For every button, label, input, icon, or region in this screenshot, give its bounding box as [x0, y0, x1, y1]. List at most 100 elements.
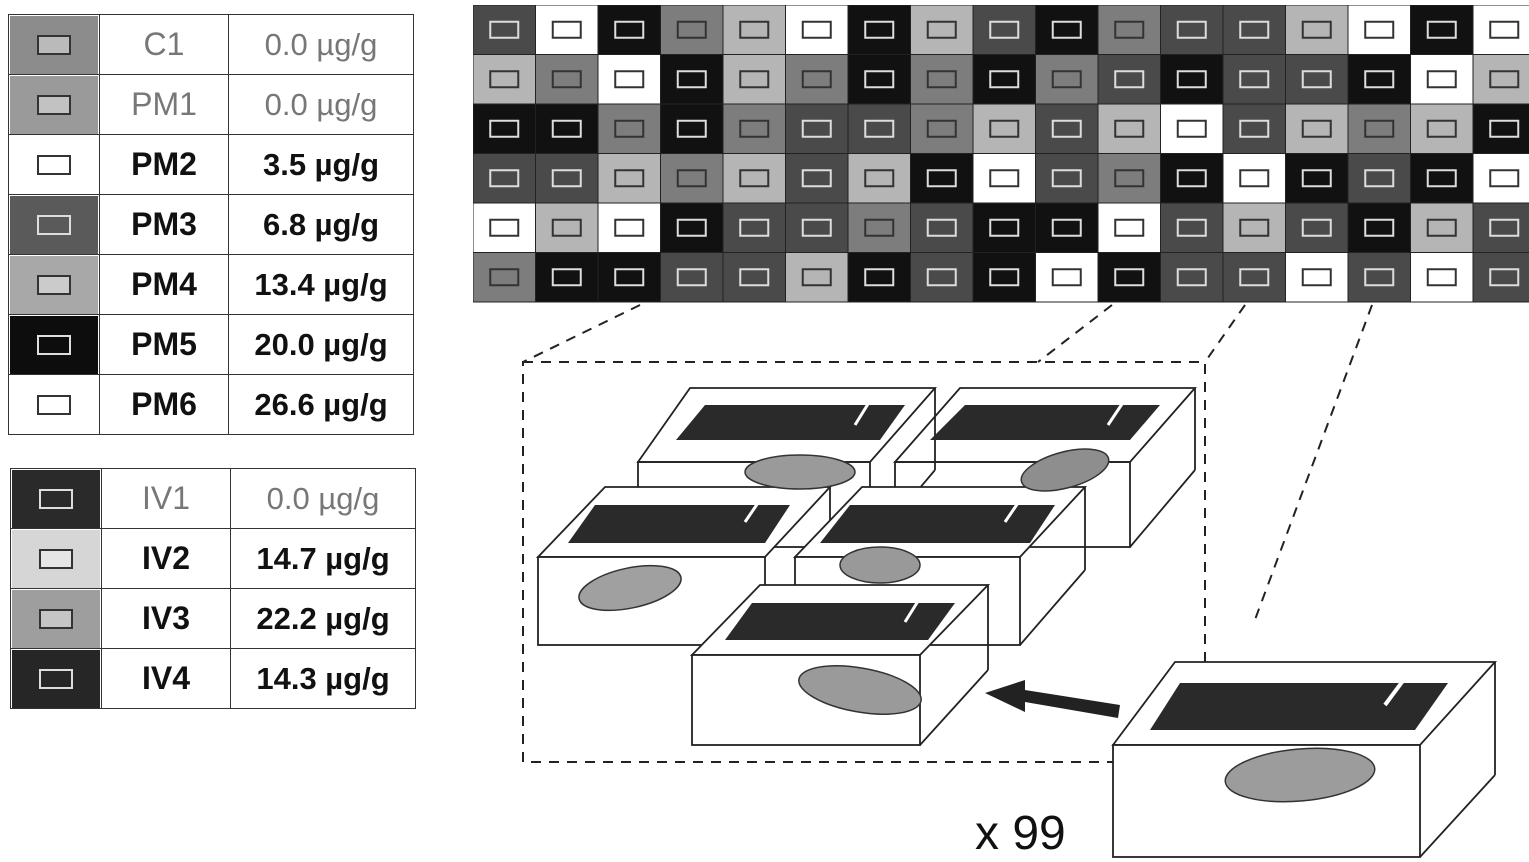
tank-icon [614, 119, 645, 138]
tank-cell [1472, 103, 1529, 154]
tank-icon [1051, 268, 1082, 287]
tank-icon [926, 169, 957, 188]
tank-icon [1051, 119, 1082, 138]
tank-icon [1176, 169, 1207, 188]
tank-cell [722, 252, 786, 303]
tank-icon [864, 119, 895, 138]
tank-cell [1097, 54, 1161, 105]
legend-code: IV3 [101, 588, 231, 649]
tank-cell [972, 153, 1036, 204]
tank-cell [847, 103, 911, 154]
tank-cell [597, 252, 661, 303]
tank-icon [739, 268, 770, 287]
legend-concentration: 26.6 µg/g [228, 374, 414, 435]
legend-code: PM1 [99, 74, 229, 135]
tank-cell [1035, 54, 1099, 105]
tank-cell [1472, 54, 1529, 105]
tank-cell [1472, 153, 1529, 204]
tank-cell [1160, 202, 1224, 253]
tank-cell [1160, 54, 1224, 105]
fish [1224, 747, 1376, 803]
tank-icon [989, 268, 1020, 287]
legend-concentration: 0.0 µg/g [230, 468, 416, 529]
tank-cell [972, 54, 1036, 105]
tank-icon [1176, 218, 1207, 237]
tank-icon [489, 268, 520, 287]
tank-icon [614, 20, 645, 39]
tank-icon [926, 268, 957, 287]
legend-code: IV4 [101, 648, 231, 709]
tank-icon [1114, 218, 1145, 237]
tank-cell [1472, 5, 1529, 55]
legend-swatch [8, 74, 100, 135]
tank-cell [785, 252, 849, 303]
tank-icon [1426, 70, 1457, 89]
tank-icon [801, 268, 832, 287]
tank-icon [1176, 119, 1207, 138]
tank-icon [926, 20, 957, 39]
legend-code: PM6 [99, 374, 229, 435]
tank-icon [1489, 20, 1520, 39]
tank-icon [489, 20, 520, 39]
tank-icon [1426, 218, 1457, 237]
legend-swatch [8, 194, 100, 255]
tank-cell [473, 54, 536, 105]
tank-cell [1347, 54, 1411, 105]
tank-icon [1051, 70, 1082, 89]
tank-icon [926, 119, 957, 138]
tank-icon [739, 218, 770, 237]
tank-cell [473, 202, 536, 253]
tank-cell [1285, 54, 1349, 105]
tank-cell [1097, 5, 1161, 55]
tank-icon [1364, 20, 1395, 39]
tank-icon [1301, 169, 1332, 188]
tank-cell [972, 252, 1036, 303]
tank-cell [1472, 252, 1529, 303]
fish-group [578, 448, 1376, 803]
legend-concentration: 0.0 µg/g [228, 14, 414, 75]
tank-icon [1489, 218, 1520, 237]
tank-cell [535, 252, 599, 303]
tank-icon [1114, 70, 1145, 89]
tank [689, 584, 991, 746]
tank-icon [1051, 20, 1082, 39]
tank-cell [972, 5, 1036, 55]
tank-icon [1301, 20, 1332, 39]
tank-cell [910, 103, 974, 154]
fish [798, 665, 922, 715]
tank-icon [989, 169, 1020, 188]
tank-icon [801, 169, 832, 188]
tank-icon [1114, 268, 1145, 287]
tank-icon [739, 20, 770, 39]
tank-cell [785, 103, 849, 154]
tank-cell [1410, 5, 1474, 55]
tank-icon [801, 119, 832, 138]
tank-icon [1051, 218, 1082, 237]
replicate-count-label: x 99 [975, 807, 1066, 860]
tank-icon [1301, 119, 1332, 138]
tank-icon [739, 70, 770, 89]
tank-icon [1114, 119, 1145, 138]
tank-icon [1239, 218, 1270, 237]
tank-icon [489, 70, 520, 89]
tank-cell [1472, 202, 1529, 253]
tank-icon [1176, 70, 1207, 89]
tank-cell [1035, 252, 1099, 303]
tank-cell [1285, 153, 1349, 204]
tank-icon [1489, 70, 1520, 89]
tank-icon [864, 169, 895, 188]
tank-icon [1051, 169, 1082, 188]
tank-icon [1489, 119, 1520, 138]
tank-cell [847, 252, 911, 303]
tank-cell [847, 54, 911, 105]
tank-cell [1222, 252, 1286, 303]
tank-cell [785, 202, 849, 253]
legend-swatch [10, 468, 102, 529]
legend-swatch [8, 314, 100, 375]
tank-icon [926, 218, 957, 237]
tank-icon [1301, 70, 1332, 89]
